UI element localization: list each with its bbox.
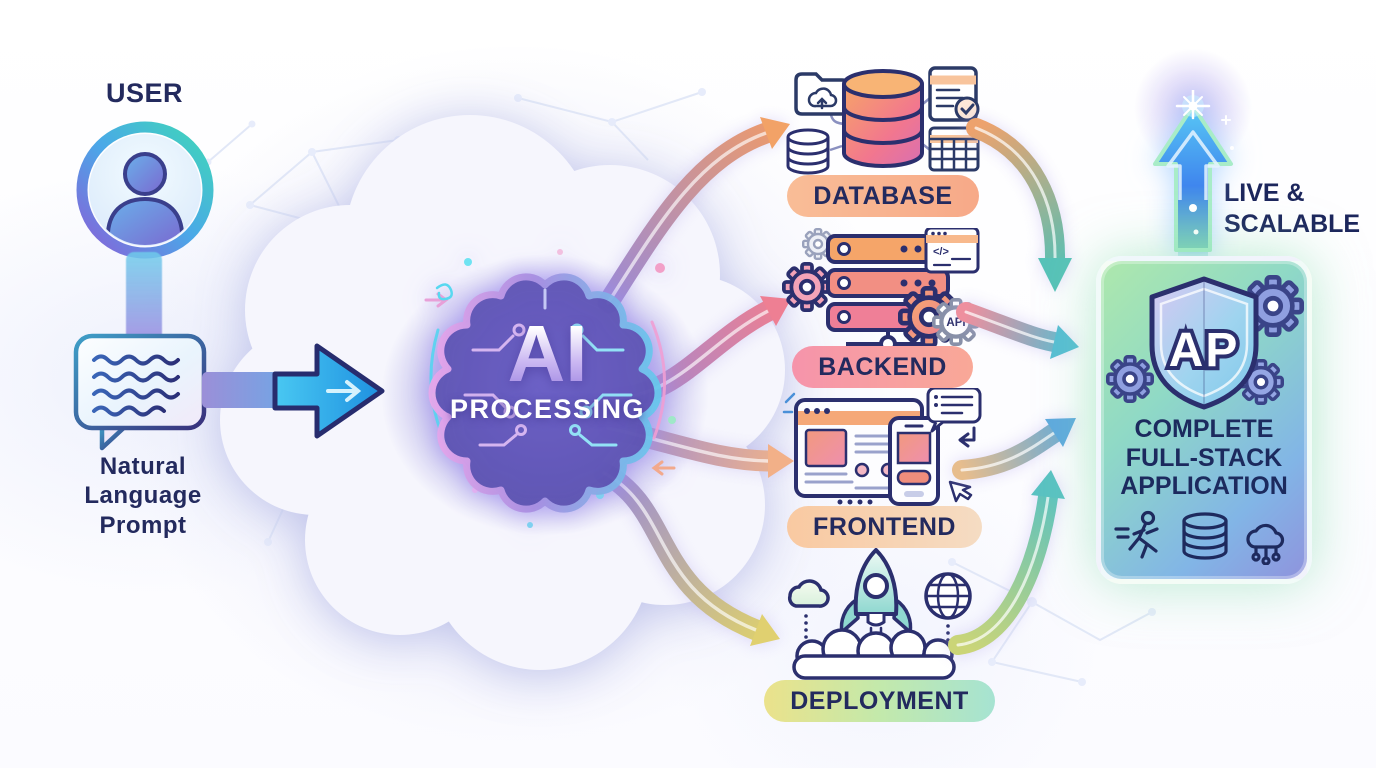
ai-title: AI (440, 314, 655, 394)
database-node: DATABASE (778, 62, 988, 217)
user-label: USER (105, 78, 183, 108)
gear-icon (782, 262, 832, 312)
table-grid-icon (928, 126, 980, 172)
globe-icon (924, 572, 972, 649)
cursor-icon (948, 480, 973, 503)
deployment-icons (787, 548, 972, 680)
prompt-wavy-lines (92, 354, 180, 417)
rocket-launch-icon (839, 548, 913, 639)
live-scalable-label: LIVE & SCALABLE (1224, 179, 1361, 238)
folder-upload-icon (794, 72, 850, 116)
frontend-icons (782, 388, 982, 506)
frontend-label: FRONTEND (787, 506, 982, 548)
svg-text:</>: </> (933, 246, 949, 258)
backend-node: </> API BACKEND (780, 228, 985, 388)
frontend-node: FRONTEND (782, 388, 987, 548)
launch-cloud (792, 628, 956, 680)
flow-arrow-to-deployment (593, 462, 780, 646)
flow-arrow-to-database (597, 117, 790, 314)
cloud-network-icon (1246, 523, 1285, 565)
user-to-prompt-beam (126, 252, 162, 344)
document-check-icon (928, 66, 980, 122)
ai-processing-label: AI PROCESSING (440, 314, 655, 425)
sparkle-star-icon (1175, 90, 1211, 120)
deployment-node: DEPLOYMENT (764, 548, 995, 722)
converge-arrows (948, 118, 1079, 655)
database-icons (786, 66, 980, 175)
gear-icon (1106, 354, 1154, 404)
sparkle-lines (782, 392, 796, 414)
result-feature-icons (1114, 510, 1285, 565)
shield-emblem-icon: AP (1106, 271, 1304, 410)
backend-icons: </> API (782, 228, 981, 346)
input-arrow (272, 343, 385, 439)
flow-arrow-backend-to-app (956, 302, 1079, 359)
database-icon (1182, 511, 1228, 560)
speech-bubble-icon (73, 333, 207, 451)
database-label: DATABASE (787, 175, 979, 217)
result-panel: AP COMPLETE FULL-STACK APPLICATION (1096, 256, 1312, 584)
deployment-label: DEPLOYMENT (764, 680, 995, 722)
chat-message-icon (926, 388, 982, 448)
prompt-label: Natural Language Prompt (84, 453, 202, 539)
user-avatar-icon (76, 121, 214, 259)
ai-subtitle: PROCESSING (449, 394, 646, 424)
small-database-icon (786, 128, 830, 175)
server-rack-icon (826, 234, 950, 346)
backend-label: BACKEND (792, 346, 973, 388)
emblem-text: AP (1169, 324, 1240, 377)
ellipsis-dots (837, 499, 873, 505)
runner-icon (1114, 510, 1159, 559)
smartphone-icon (888, 416, 940, 506)
flow-arrow-deployment-to-app (948, 470, 1065, 655)
result-title: COMPLETE FULL-STACK APPLICATION (1120, 415, 1288, 500)
code-window-icon: </> (924, 228, 980, 274)
cloud-upload-icon (787, 579, 830, 646)
up-arrow-icon (1153, 90, 1234, 262)
flow-arrow-database-to-app (966, 118, 1072, 292)
brain-circuit-icon (424, 249, 676, 528)
flow-arrow-frontend-to-app (952, 418, 1076, 480)
database-cylinder-icon (842, 69, 924, 168)
